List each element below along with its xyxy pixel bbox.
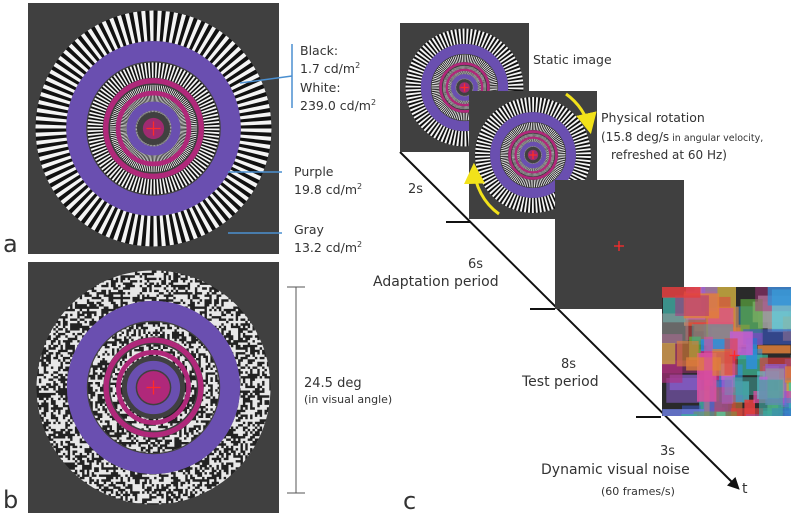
white-label: White: bbox=[300, 80, 341, 95]
magenta-ring bbox=[116, 350, 191, 425]
fixation-cross bbox=[529, 151, 537, 159]
purple-label: Purple bbox=[294, 164, 334, 179]
panel-label-a: a bbox=[3, 230, 18, 258]
luminance-annotations: Black: 1.7 cd/m2 White: 239.0 cd/m2 Purp… bbox=[228, 43, 376, 255]
panel-label-c: c bbox=[403, 487, 416, 515]
noise-rate: (60 frames/s) bbox=[601, 485, 675, 498]
purple-ring bbox=[519, 141, 547, 169]
magenta-ring bbox=[439, 62, 490, 113]
frame-noise bbox=[662, 287, 791, 416]
magenta-ring bbox=[514, 136, 552, 174]
t-test: 8s bbox=[561, 357, 576, 372]
rotation-arrow-bottom bbox=[464, 162, 500, 216]
test-label: Test period bbox=[521, 374, 599, 390]
time-axis-label: t bbox=[742, 481, 748, 497]
white-value: 239.0 cd/m2 bbox=[300, 98, 376, 113]
size-bracket: 24.5 deg (in visual angle) bbox=[287, 286, 392, 494]
adapt-label: Adaptation period bbox=[373, 274, 499, 290]
fixation-cross bbox=[460, 83, 469, 92]
purple-ring bbox=[66, 41, 241, 216]
panel-a: a bbox=[3, 3, 279, 258]
t-adapt: 6s bbox=[468, 257, 483, 272]
rotation-arrow-top bbox=[565, 92, 597, 135]
purple-ring bbox=[490, 112, 576, 198]
panel-c: c t 2s 6s Adaptation period 8s Test peri… bbox=[373, 23, 791, 515]
purple-value: 19.8 cd/m2 bbox=[294, 182, 362, 197]
panel-b: b bbox=[3, 262, 279, 514]
gray-value: 13.2 cd/m2 bbox=[294, 240, 362, 255]
time-axis bbox=[399, 151, 740, 490]
purple-ring bbox=[420, 43, 509, 132]
magenta-ring bbox=[508, 130, 558, 180]
purple-ring bbox=[451, 74, 478, 101]
magenta-ring bbox=[103, 337, 204, 438]
rotation-detail-2: refreshed at 60 Hz) bbox=[611, 148, 727, 162]
panel-label-b: b bbox=[3, 486, 18, 514]
black-value: 1.7 cd/m2 bbox=[300, 61, 360, 76]
fixation-cross bbox=[614, 241, 624, 251]
colored-noise bbox=[662, 287, 791, 416]
magenta-ring bbox=[445, 68, 484, 107]
black-label: Black: bbox=[300, 43, 338, 58]
magenta-ring bbox=[115, 90, 192, 167]
static-label: Static image bbox=[533, 52, 612, 67]
size-value: 24.5 deg bbox=[304, 376, 362, 391]
leader-bw bbox=[239, 75, 293, 84]
fixation-cross bbox=[146, 380, 161, 395]
fixation-cross bbox=[146, 121, 161, 136]
t-noise: 3s bbox=[660, 444, 675, 459]
magenta-ring bbox=[103, 78, 204, 179]
size-note: (in visual angle) bbox=[304, 393, 392, 406]
noise-label: Dynamic visual noise bbox=[541, 462, 690, 478]
purple-ring bbox=[126, 101, 181, 156]
purple-ring bbox=[126, 360, 181, 415]
t-static: 2s bbox=[408, 182, 423, 197]
rotation-title: Physical rotation bbox=[601, 110, 705, 125]
gray-label: Gray bbox=[294, 222, 324, 237]
purple-ring bbox=[66, 300, 241, 475]
